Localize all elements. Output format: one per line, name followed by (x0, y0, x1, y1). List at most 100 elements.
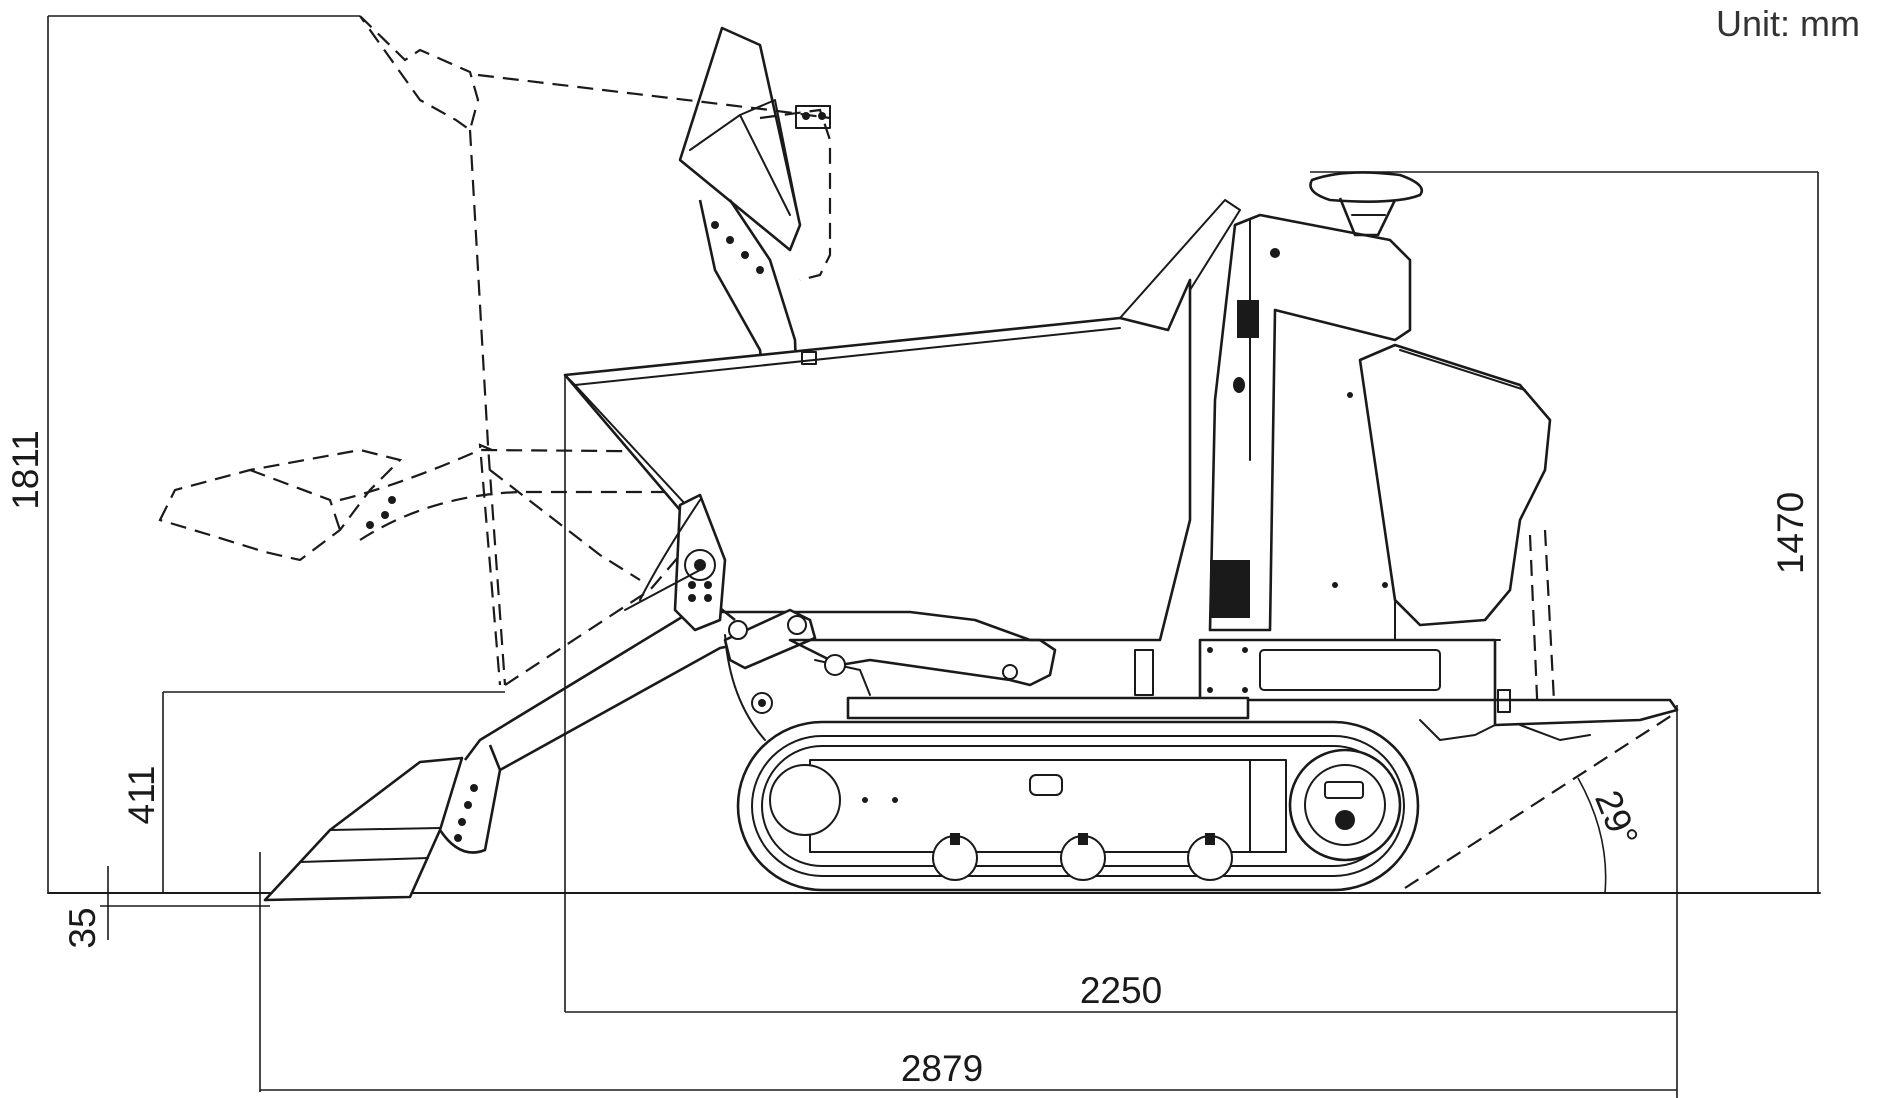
phantom-link-top (477, 73, 831, 120)
front-bucket-rib (329, 827, 441, 831)
angle-29-dashed-line (1404, 711, 1678, 889)
loader-mount (624, 499, 701, 611)
frame-dot-3 (892, 797, 898, 803)
boom-hole-2 (726, 236, 734, 244)
front-bucket-rib-2 (299, 857, 429, 863)
dump-body-pivot (801, 351, 817, 365)
pivot-hole-1 (688, 581, 696, 589)
phantom-pin-3 (388, 496, 396, 504)
dump-body-outline (563, 278, 1192, 642)
loader-hole-1 (464, 801, 472, 809)
dim-35-label: 35 (62, 907, 103, 948)
phantom-arm-low (504, 494, 761, 686)
phantom-arm-vertical-1 (468, 129, 507, 686)
drive-hub (1335, 810, 1355, 830)
dim-2250-label: 2250 (1080, 970, 1162, 1011)
phantom-body-rear (759, 108, 832, 282)
track-frame-slot (1029, 774, 1063, 796)
phantom-arm-vertical-2 (478, 443, 502, 686)
rear-hinge (1497, 689, 1511, 713)
dump-body-rear-lip (1119, 199, 1241, 319)
rear-platform (1493, 698, 1679, 727)
boom-hole-1 (711, 221, 719, 229)
phantom-pin-2 (381, 511, 389, 519)
housing-dot-3 (1382, 582, 1388, 588)
dim-1811-label: 1811 (5, 430, 46, 510)
drive-hub-plate (1324, 781, 1364, 799)
loader-mount-curve (639, 499, 701, 601)
dimension-lines (47, 15, 1821, 1098)
phantom-bucket-mid-inner (249, 468, 342, 531)
roller-mount-1 (950, 833, 960, 845)
phantom-bucket-mid (158, 448, 403, 562)
raised-loader-phantom (158, 15, 1557, 721)
lower-pivot-dot (758, 699, 766, 707)
housing-dot-2 (1332, 582, 1338, 588)
hood-seam (1399, 349, 1526, 391)
track-outer (736, 720, 1420, 892)
track-frame-top (846, 696, 1250, 720)
tip-bracket-pin-1 (802, 112, 810, 120)
phantom-arm-link (489, 469, 641, 581)
dim-411-label: 411 (121, 766, 162, 825)
front-idler (769, 764, 841, 836)
dimension-labels: Unit: mm 1811 1470 411 35 2250 2879 29° (5, 3, 1860, 1089)
phantom-arm-mid-1 (339, 448, 741, 502)
pivot-hole-3 (688, 594, 696, 602)
housing-dot-1 (1347, 392, 1353, 398)
chassis-panel (1259, 649, 1441, 691)
engine-hood (1358, 343, 1552, 627)
chassis-bolt-4 (1242, 687, 1248, 693)
dim-1470-label: 1470 (1770, 492, 1811, 574)
frame-dot-2 (862, 797, 868, 803)
cylinder-pin (1002, 664, 1018, 680)
rear-strut (1519, 724, 1591, 741)
tipped-bucket-rib (689, 114, 791, 216)
chassis-bolt-1 (1207, 647, 1213, 653)
steering-column (1338, 197, 1397, 237)
dim-2879-label: 2879 (901, 1048, 983, 1089)
strut-pin (824, 654, 846, 676)
drive-sprocket-inner (1304, 764, 1386, 846)
unit-label: Unit: mm (1716, 3, 1860, 44)
valve-block (1134, 649, 1154, 696)
loader-arm-base (438, 744, 502, 854)
phantom-arm-mid-2 (359, 490, 745, 541)
chassis-bolt-2 (1242, 647, 1248, 653)
phantom-pin-1 (366, 521, 374, 529)
phantom-rear-1 (1543, 529, 1557, 721)
console-knob (1233, 377, 1245, 393)
rear-support (1419, 719, 1496, 741)
drive-sprocket (1288, 748, 1402, 862)
angle-29-arc (1577, 777, 1607, 894)
roller-mount-2 (1078, 833, 1088, 845)
loader-arm-upper (463, 598, 736, 761)
dim-29-angle-label: 29° (1587, 785, 1646, 852)
hydraulic-cylinder (788, 638, 1057, 687)
boom-hole-3 (741, 251, 749, 259)
pivot-hole-4 (704, 594, 712, 602)
phantom-rear-2 (1528, 534, 1540, 721)
lift-link-pin-2 (787, 615, 807, 635)
chassis-bolt-3 (1207, 687, 1213, 693)
loader-hole-4 (470, 784, 478, 792)
dump-body-front-brace (574, 384, 701, 521)
steering-handle (1309, 171, 1424, 203)
console-tower (1208, 213, 1412, 632)
console-grille (1210, 560, 1250, 618)
loader-hole-2 (458, 818, 466, 826)
console-dot (1270, 248, 1280, 258)
roller-mount-3 (1205, 833, 1215, 845)
dump-body (563, 199, 1241, 642)
loader-hole-3 (454, 834, 462, 842)
pivot-pin-main (694, 559, 706, 571)
lower-arm-curve (724, 634, 766, 741)
track-undercarriage (736, 696, 1420, 892)
drive-housing (1249, 759, 1287, 853)
tipped-bucket-rib-2 (739, 99, 801, 226)
front-loader (263, 598, 761, 902)
pivot-hole-2 (704, 581, 712, 589)
boom-hole-4 (756, 266, 764, 274)
loader-mount-link (624, 569, 701, 611)
